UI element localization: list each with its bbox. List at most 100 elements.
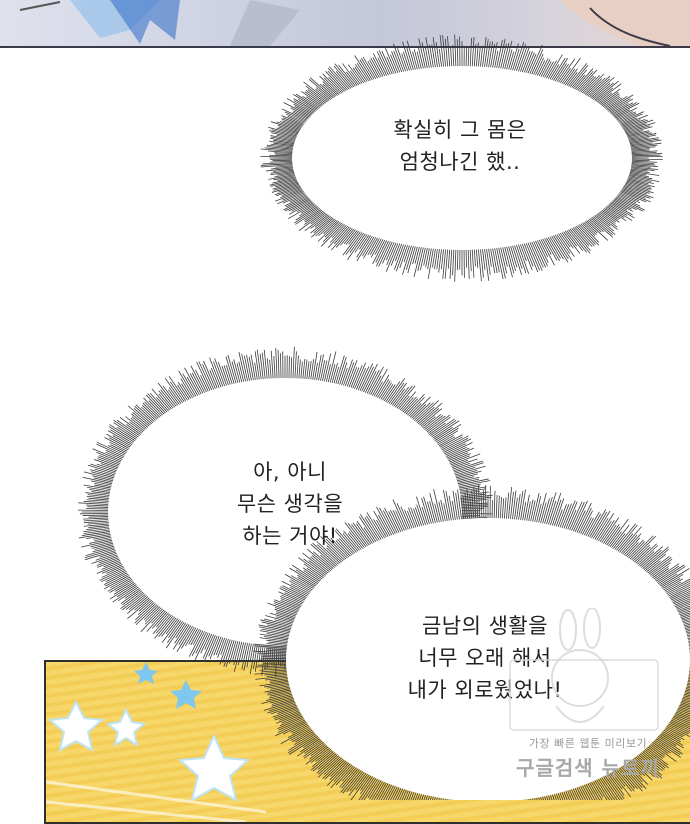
bubble-spike <box>592 780 603 798</box>
bubble-spike <box>538 493 546 524</box>
bubble-spike <box>255 646 289 649</box>
bubble-spike <box>258 653 288 654</box>
bubble-spike <box>100 568 127 580</box>
bubble-spike <box>627 542 644 560</box>
bubble-spike <box>481 493 482 520</box>
bubble-spike <box>293 347 294 380</box>
watermark-tagline: 가장 빠른 웹툰 미리보기 <box>508 735 668 751</box>
bubble-spike <box>417 52 422 71</box>
bubble-spike <box>234 640 242 672</box>
bubble-spike <box>448 36 450 68</box>
bubble-spike <box>630 155 660 156</box>
bubble-spike <box>504 497 506 520</box>
bubble-1-line-1: 확실히 그 몸은 <box>360 114 560 146</box>
bubble-spike <box>214 635 222 655</box>
bubble-spike <box>428 247 432 270</box>
bubble-spike <box>129 594 148 609</box>
bubble-spike <box>424 246 428 265</box>
bubble-spike <box>474 248 475 267</box>
bubble-spike <box>357 234 373 261</box>
bubble-spike <box>394 787 403 800</box>
bubble-spike <box>368 236 379 255</box>
bubble-spike <box>295 351 297 380</box>
bubble-spike <box>494 491 495 520</box>
bubble-spike <box>641 547 668 570</box>
bubble-spike <box>89 516 111 517</box>
bubble-spike <box>269 155 294 156</box>
bubble-spike <box>289 356 290 380</box>
bubble-spike <box>339 362 347 386</box>
bubble-spike <box>145 606 163 624</box>
bubble-spike <box>482 37 486 69</box>
bubble-spike <box>377 781 388 800</box>
bubble-spike <box>223 638 231 663</box>
bubble-1-line-2: 엄청나긴 했.. <box>360 146 560 178</box>
bubble-spike <box>526 502 530 523</box>
bubble-spike <box>255 351 259 381</box>
bubble-spike <box>432 44 436 69</box>
bubble-spike <box>299 359 301 380</box>
bubble-spike <box>328 351 336 384</box>
bubble-spike <box>601 96 619 108</box>
bubble-spike <box>280 353 281 380</box>
bubble-spike <box>425 47 429 70</box>
bubble-spike <box>297 356 299 381</box>
bubble-spike <box>441 247 443 269</box>
bubble-spike <box>242 641 246 661</box>
bubble-spike <box>120 417 143 434</box>
bubble-spike <box>176 621 187 638</box>
bubble-spike <box>387 241 397 265</box>
bubble-spike <box>546 492 556 526</box>
bubble-spike <box>457 39 458 68</box>
bunny-ear-icon <box>560 610 576 650</box>
bubble-spike <box>276 348 277 380</box>
bubble-spike <box>194 631 209 661</box>
bubble-1-text: 확실히 그 몸은 엄청나긴 했.. <box>360 114 560 178</box>
bubble-spike <box>249 357 254 382</box>
bubble-spike <box>514 42 524 73</box>
bubble-spike <box>255 671 289 674</box>
bubble-spike <box>516 243 526 273</box>
bubble-spike <box>472 37 474 68</box>
bubble-spike <box>301 362 303 381</box>
bubble-spike <box>274 153 294 154</box>
bubble-spike <box>218 636 226 658</box>
bubble-spike <box>500 497 501 520</box>
bubble-spike <box>557 59 574 84</box>
bubble-spike <box>551 234 568 262</box>
bubble-spike <box>574 510 585 533</box>
bubble-spike <box>215 358 226 387</box>
bubble-spike <box>574 786 587 800</box>
bubble-2-text: 아, 아니 무슨 생각을 하는 거야! <box>190 456 390 552</box>
bubble-spike <box>599 520 615 543</box>
bubble-spike <box>486 42 490 69</box>
bubble-spike <box>478 485 479 520</box>
bubble-spike <box>478 47 480 68</box>
bubble-spike <box>457 248 458 270</box>
bubble-spike <box>270 360 272 381</box>
bubble-spike <box>450 248 452 279</box>
bubble-spike <box>451 47 452 68</box>
bubble-spike <box>466 46 467 68</box>
bubble-spike <box>86 505 110 506</box>
bubble-spike <box>455 248 456 282</box>
bubble-spike <box>561 504 571 530</box>
bubble-spike <box>488 41 492 69</box>
bubble-spike <box>598 211 615 224</box>
bubble-spike <box>490 247 495 273</box>
bubble-spike <box>368 61 379 80</box>
bubble-spike <box>504 245 512 277</box>
bubble-spike <box>86 508 110 509</box>
bubble-spike <box>400 243 408 268</box>
bubble-spike <box>303 359 305 381</box>
bubble-spike <box>390 55 398 75</box>
bubble-spike <box>623 538 640 557</box>
bubble-2-line-2: 무슨 생각을 <box>190 488 390 520</box>
bubble-spike <box>476 248 478 268</box>
bubble-spike <box>430 45 434 70</box>
bubble-spike <box>413 403 434 422</box>
bubble-spike <box>261 657 288 658</box>
bubble-spike <box>528 500 533 523</box>
bubble-spike <box>346 360 357 388</box>
bubble-spike <box>472 248 474 278</box>
